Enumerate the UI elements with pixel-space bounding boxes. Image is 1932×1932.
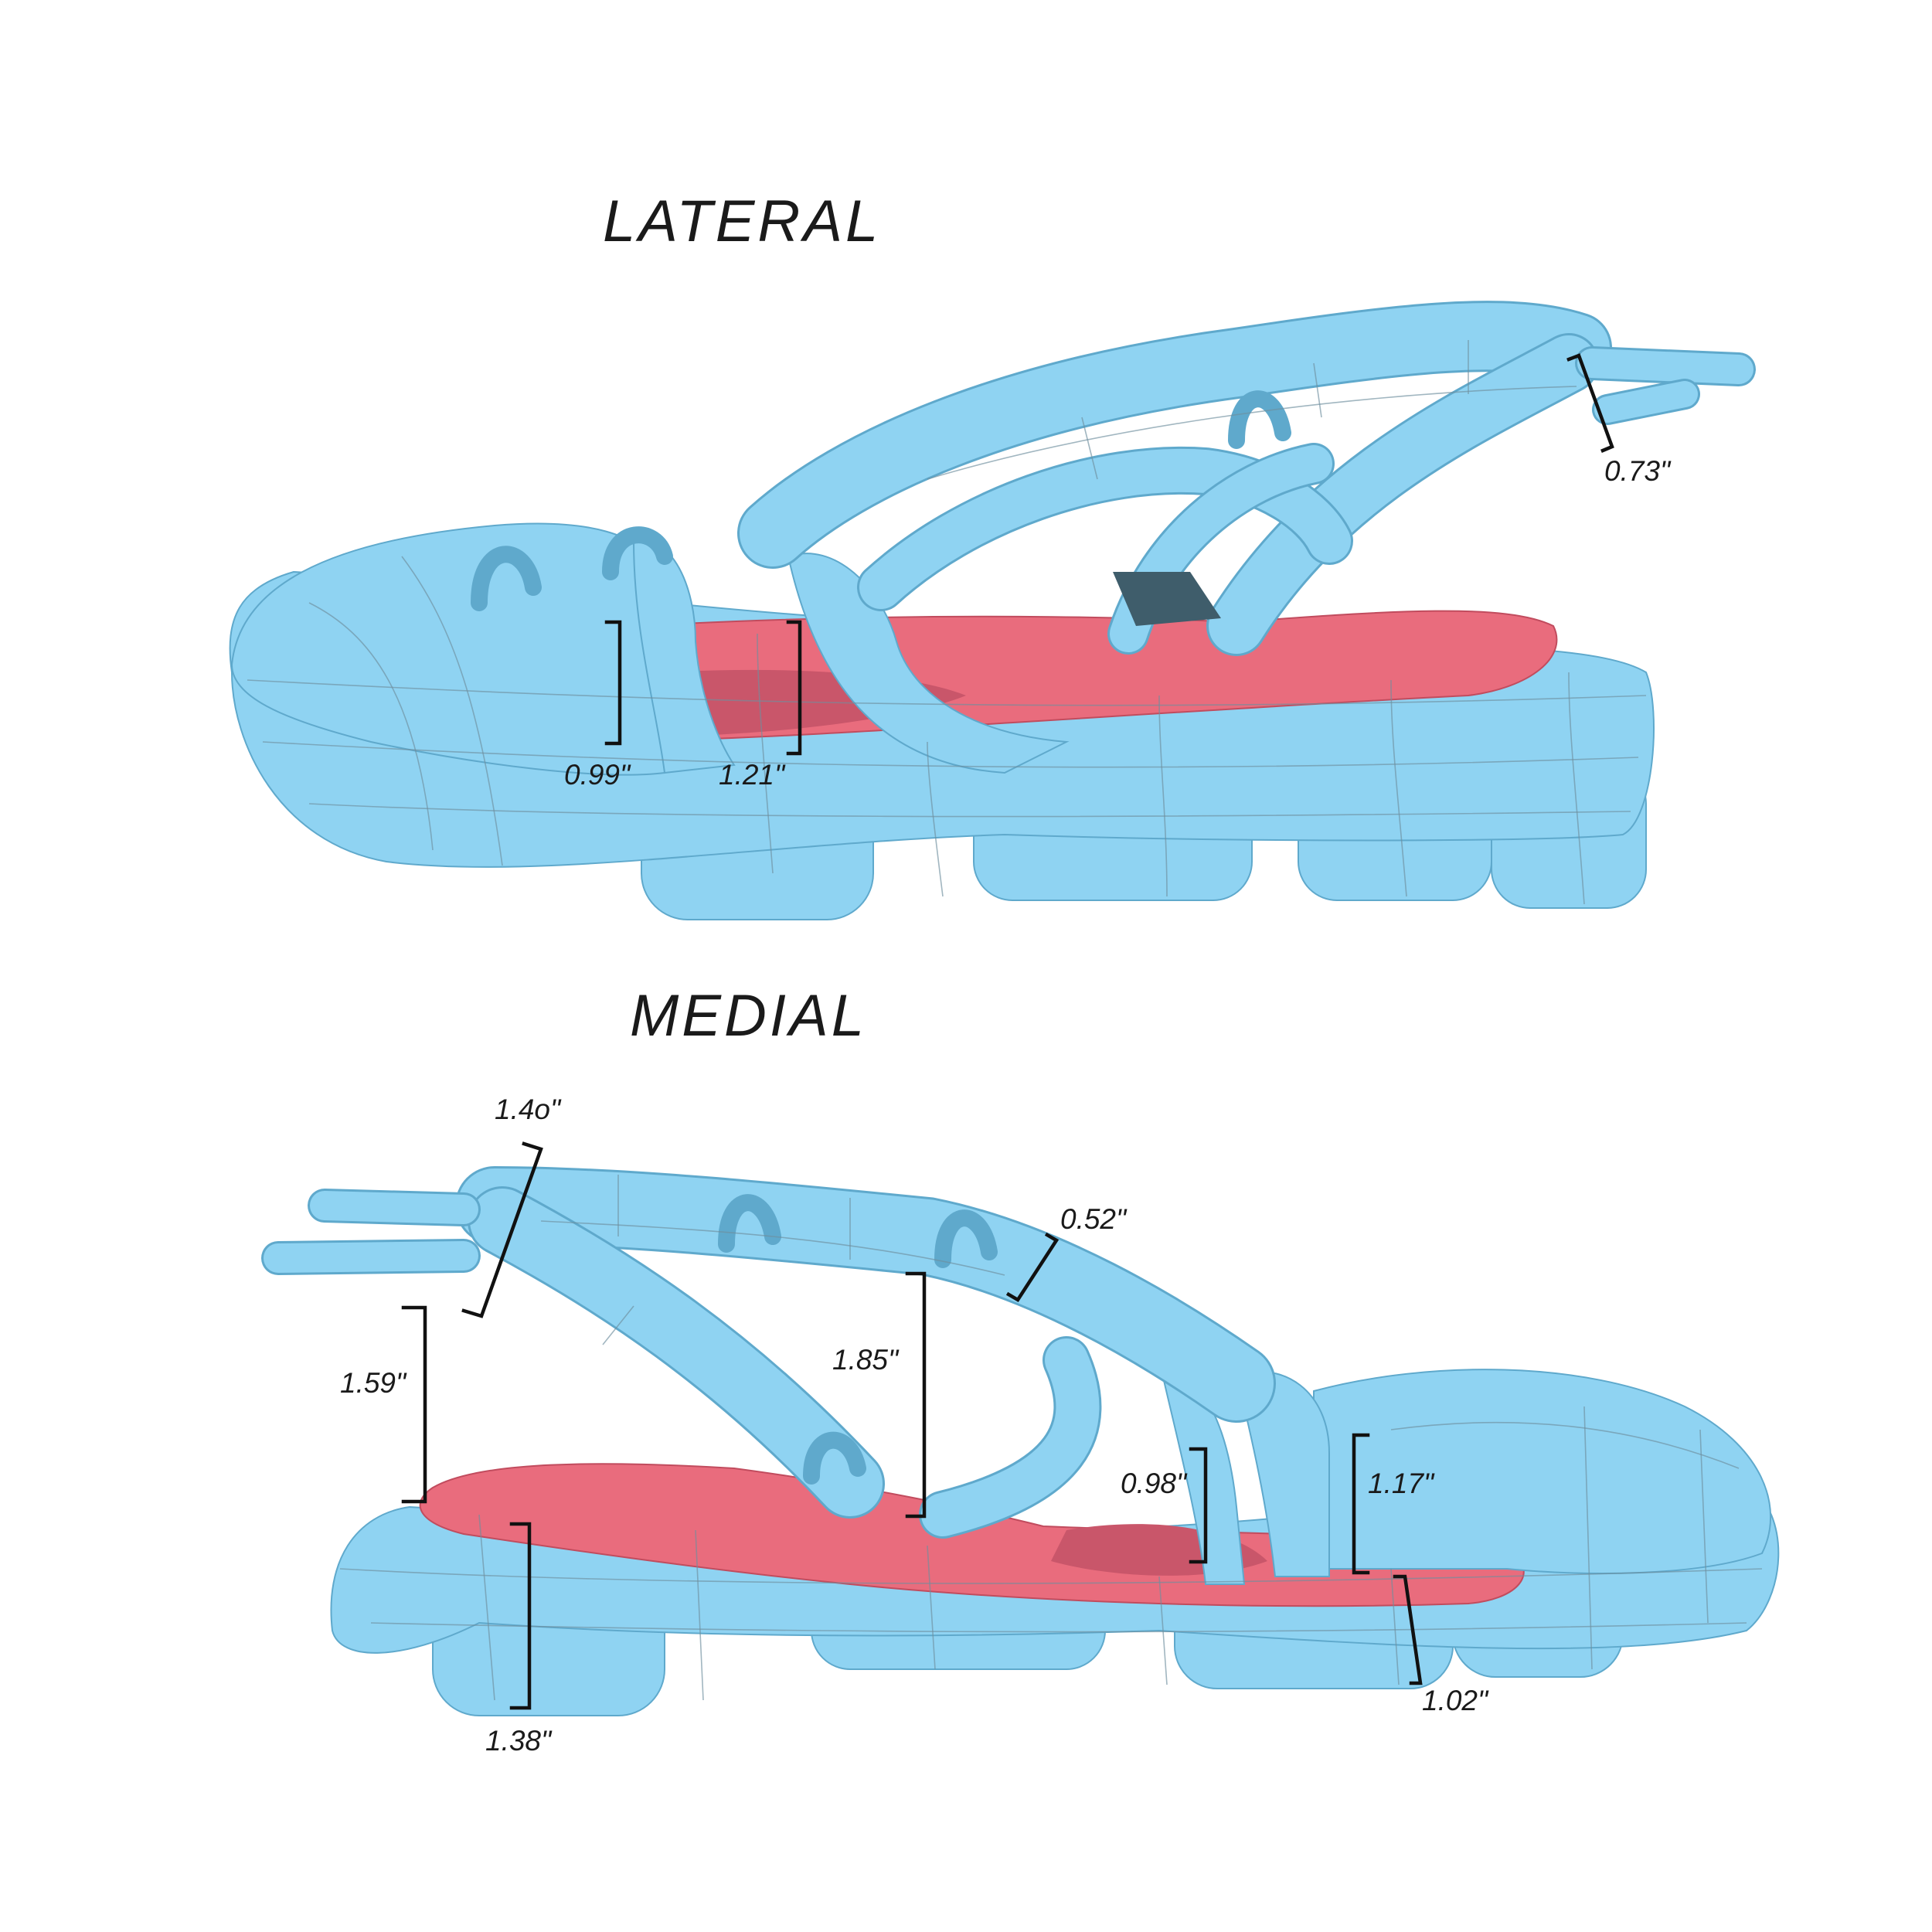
medial-upper-strap-bracket — [1005, 1232, 1060, 1303]
lateral-front-opening-label: 0.99" — [564, 759, 631, 791]
lateral-front-pillar — [632, 539, 736, 774]
lateral-mid-opening-label: 1.21" — [719, 759, 786, 791]
medial-heel-opening-label: 1.59" — [340, 1367, 407, 1399]
medial-front-opening-label: 1.17" — [1368, 1468, 1435, 1499]
medial-front-pillar — [1235, 1371, 1330, 1577]
medial-heel-strap-width-label: 1.4o" — [495, 1094, 562, 1125]
lateral-loop-2 — [602, 526, 673, 580]
lateral-top-strap — [740, 303, 1610, 566]
lateral-heel-strap — [1209, 335, 1597, 654]
medial-arch-height-bracket — [905, 1271, 927, 1519]
lateral-loop-1 — [471, 546, 542, 611]
lateral-loop-3 — [1228, 390, 1291, 449]
lateral-title: LATERAL — [603, 189, 881, 254]
lateral-mesh — [247, 340, 1647, 905]
medial-forefoot-sole-bracket — [1393, 1574, 1423, 1685]
lateral-view: LATERAL — [229, 189, 1756, 920]
medial-heel-strap-width-bracket — [461, 1141, 543, 1318]
lateral-heel-strap-bracket — [1566, 353, 1614, 453]
medial-upper-strap-label: 0.52" — [1060, 1203, 1128, 1235]
medial-view: MEDIAL — [261, 983, 1780, 1757]
medial-tab-lower — [264, 1241, 478, 1273]
medial-inner-strap — [921, 1338, 1100, 1536]
medial-shoe-illustration — [261, 1166, 1780, 1716]
lateral-dimensions: 0.73" 0.99" 1.21" — [564, 353, 1672, 791]
medial-top-strap — [457, 1168, 1274, 1420]
lateral-mid-opening-bracket — [786, 620, 802, 756]
medial-mid-opening-label: 0.98" — [1121, 1468, 1188, 1499]
lateral-tab-lower — [1594, 381, 1698, 423]
medial-front-opening-bracket — [1352, 1433, 1370, 1575]
medial-dimensions: 1.4o" 0.52" 1.59" 1.85" 0.98" 1.17" 1.38… — [340, 1094, 1489, 1757]
medial-loop-2 — [934, 1209, 998, 1268]
medial-heel-strap — [470, 1189, 883, 1516]
lateral-inner-strap — [859, 448, 1351, 609]
lateral-shoe-illustration — [229, 301, 1756, 920]
lateral-tab-upper — [1577, 349, 1753, 384]
lateral-heel-band — [1113, 572, 1221, 626]
medial-insole — [419, 1463, 1525, 1607]
medial-heel-opening-bracket — [401, 1305, 427, 1504]
medial-forefoot-sole-label: 1.02" — [1422, 1685, 1489, 1716]
medial-heel-sole-label: 1.38" — [485, 1725, 553, 1757]
medial-loop-3 — [803, 1431, 866, 1485]
medial-mid-opening-bracket — [1189, 1447, 1208, 1564]
medial-arch-height-label: 1.85" — [832, 1344, 900, 1376]
medial-title: MEDIAL — [630, 983, 867, 1049]
lateral-front-opening-bracket — [604, 620, 622, 746]
medial-loop-1 — [718, 1194, 781, 1253]
lateral-heel-strap-label: 0.73" — [1604, 455, 1672, 487]
medial-tab-upper — [310, 1191, 478, 1224]
medial-heel-sole-bracket — [509, 1522, 532, 1710]
